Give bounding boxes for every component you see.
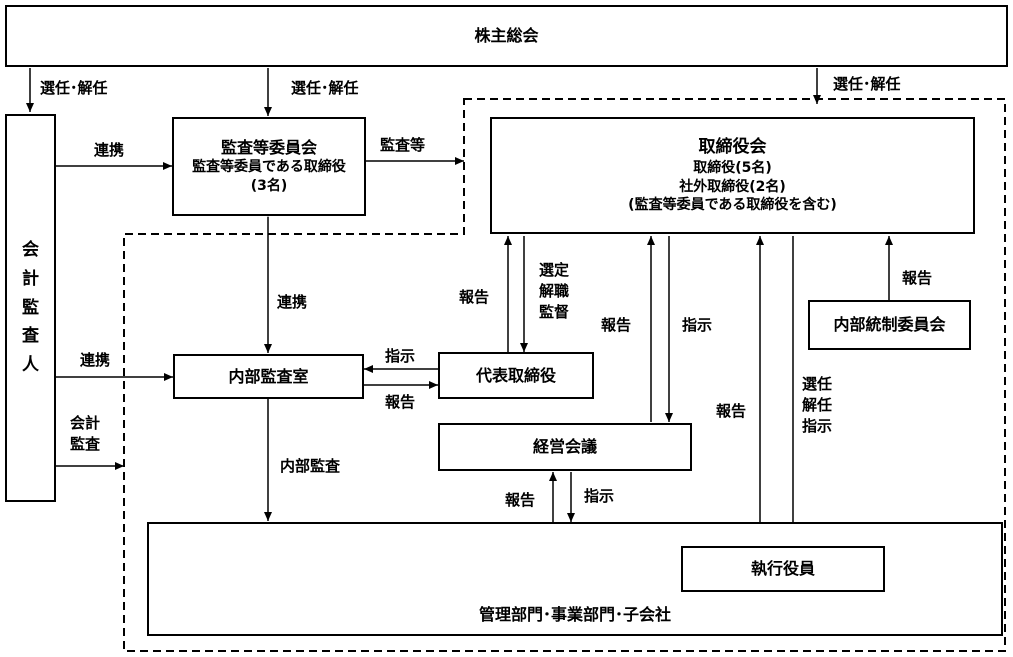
label-elect-dismiss-auditor: 選任･解任 [40, 79, 108, 97]
label-internal-audit: 内部監査 [280, 457, 341, 475]
label-audit-etc: 監査等 [380, 136, 426, 154]
audit-committee-title: 監査等委員会 [220, 137, 317, 157]
accounting-auditor-box: 会 計 監 査 人 [5, 114, 56, 502]
internal-control-committee-label: 内部統制委員会 [833, 315, 946, 335]
audit-committee-box: 監査等委員会 監査等委員である取締役 (3名) [172, 117, 366, 216]
label-report-mgmt-board: 報告 [601, 316, 632, 334]
label-report-rep-board: 報告 [459, 288, 490, 306]
label-report-exec-board: 報告 [716, 402, 747, 420]
management-meeting-box: 経営会議 [438, 423, 692, 471]
label-select-dismiss-supervise: 選定 解職 監督 [539, 261, 570, 321]
departments-label: 管理部門･事業部門･子会社 [478, 605, 671, 625]
board-line3: (監査等委員である取締役を含む) [628, 197, 837, 214]
executive-officers-label: 執行役員 [750, 559, 815, 579]
internal-audit-office-box: 内部監査室 [173, 354, 364, 399]
audit-committee-line1: 監査等委員である取締役 [192, 159, 346, 176]
shareholders-meeting-box: 株主総会 [5, 5, 1008, 67]
label-report-dept-mgmt: 報告 [505, 491, 536, 509]
audit-committee-line2: (3名) [250, 178, 288, 195]
label-elect-dismiss-board: 選任･解任 [833, 75, 901, 93]
shareholders-meeting-label: 株主総会 [474, 26, 539, 46]
representative-director-label: 代表取締役 [475, 365, 556, 385]
executive-officers-box: 執行役員 [681, 546, 885, 592]
label-coop-auditor-committee: 連携 [94, 141, 125, 159]
label-elect-dismiss-instruct-exec: 選任 解任 指示 [802, 375, 833, 435]
accounting-auditor-label: 会 計 監 査 人 [22, 239, 39, 376]
audit-scope-boundary [123, 98, 1006, 652]
board-line1: 取締役(5名) [693, 159, 772, 176]
internal-audit-office-label: 内部監査室 [228, 366, 309, 386]
label-report-office-rep: 報告 [385, 393, 416, 411]
management-meeting-label: 経営会議 [532, 437, 597, 457]
label-report-icc-board: 報告 [902, 269, 933, 287]
representative-director-box: 代表取締役 [438, 352, 594, 399]
label-coop-auditor-office: 連携 [80, 351, 111, 369]
label-coop-committee-office: 連携 [277, 293, 308, 311]
label-accounting-audit: 会計 監査 [70, 414, 101, 453]
label-instruct-rep-office: 指示 [385, 347, 416, 365]
board-of-directors-box: 取締役会 取締役(5名) 社外取締役(2名) (監査等委員である取締役を含む) [490, 117, 975, 234]
label-instruct-mgmt-dept: 指示 [584, 487, 615, 505]
label-instruct-board-mgmt: 指示 [682, 316, 713, 334]
board-title: 取締役会 [698, 136, 767, 157]
board-line2: 社外取締役(2名) [679, 178, 786, 195]
label-elect-dismiss-committee: 選任･解任 [291, 79, 359, 97]
internal-control-committee-box: 内部統制委員会 [808, 300, 971, 350]
